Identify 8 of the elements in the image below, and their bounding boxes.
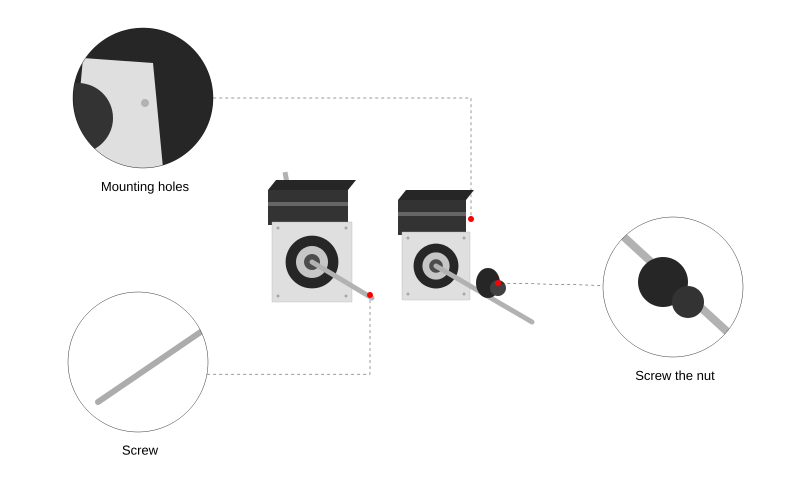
zoom-circle bbox=[68, 292, 208, 432]
zoom-caption: Screw the nut bbox=[636, 370, 715, 380]
leader-line bbox=[206, 298, 370, 374]
leader-line bbox=[213, 98, 472, 216]
zoom-circle bbox=[72, 28, 214, 168]
zoom-caption: Screw bbox=[122, 446, 158, 455]
zoom-circle bbox=[602, 216, 744, 358]
zoom-caption: Mounting holes bbox=[102, 182, 189, 194]
